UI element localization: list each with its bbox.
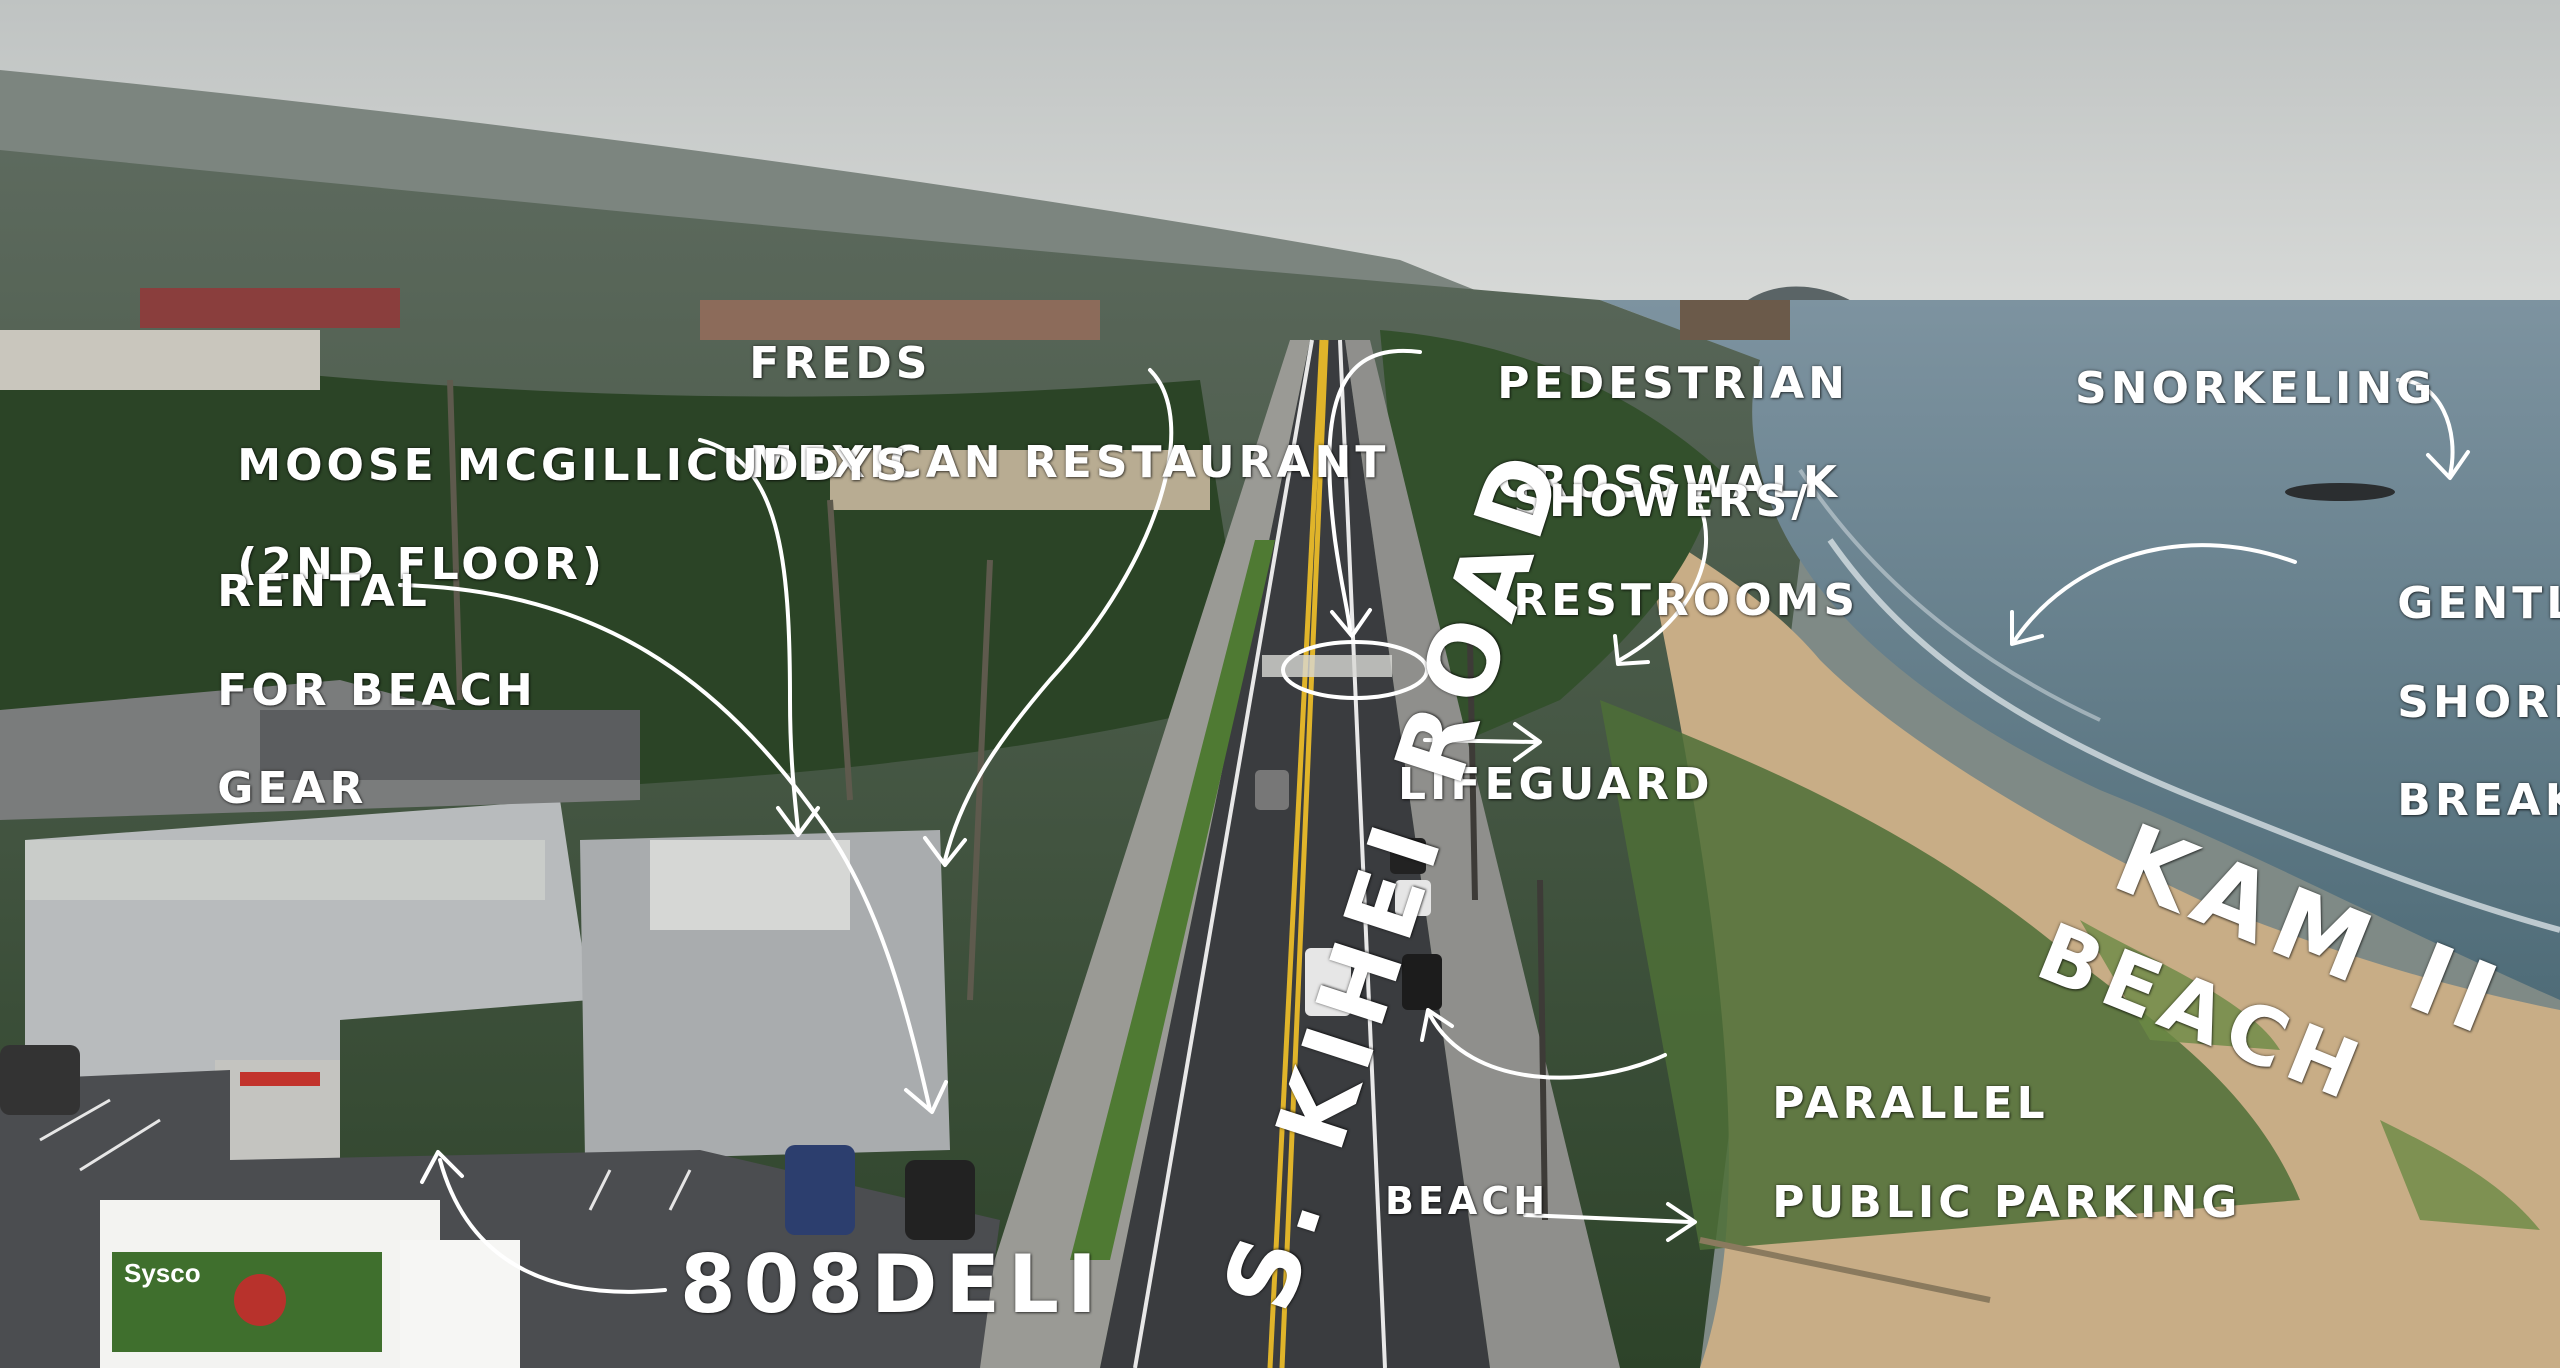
parking-stripe [79, 1118, 161, 1172]
distant-building [700, 300, 1100, 340]
label-parking: PARALLEL PUBLIC PARKING [1695, 1030, 2241, 1276]
crosswalk [1262, 655, 1392, 677]
label-rental-line3: GEAR [217, 763, 368, 815]
label-crosswalk-line2: CROSSWALK [1497, 456, 1842, 508]
center-line [1267, 339, 1325, 1368]
label-lifeguard: LIFEGUARD [1398, 759, 1714, 810]
deli-sign [240, 1072, 320, 1086]
parked-car [0, 1045, 80, 1115]
grass-patch [2380, 1120, 2540, 1230]
label-rental: RENTAL FOR BEACH GEAR [140, 518, 537, 863]
car [1395, 880, 1431, 916]
car [1255, 770, 1289, 810]
grass-strip [1070, 540, 1275, 1260]
car [1402, 954, 1442, 1010]
truck-cab [400, 1240, 520, 1368]
label-showers: SHOWERS/ RESTROOMS [1436, 428, 1859, 674]
label-rental-line1: RENTAL [217, 566, 431, 618]
label-showers-line1: SHOWERS/ [1513, 476, 1812, 528]
truck-graphic-tomato [234, 1274, 286, 1326]
label-freds-line2: MEXICAN RESTAURANT [749, 436, 1390, 488]
wave-line [1798, 468, 2101, 722]
label-moose: MOOSE McGILLICUDDYS (2ND FLOOR) [160, 392, 911, 638]
parked-car [905, 1160, 975, 1240]
grass-patch [1600, 700, 2300, 1250]
parked-car [785, 1145, 855, 1235]
offshore-rocks [2285, 483, 2395, 501]
label-moose-line2: (2ND FLOOR) [237, 538, 606, 590]
center-line [1279, 339, 1329, 1368]
grass-patch [2080, 920, 2280, 1050]
label-808-deli: 808DELI [680, 1238, 1105, 1331]
label-snorkeling: SNORKELING [2075, 363, 2437, 414]
wave-line [1827, 538, 2560, 933]
label-parking-line2: PUBLIC PARKING [1772, 1176, 2242, 1228]
car [1305, 948, 1351, 1016]
label-crosswalk-line1: PEDESTRIAN [1497, 358, 1849, 410]
distant-building [0, 330, 320, 390]
parking-stripe [39, 1098, 111, 1142]
label-beach-access: BEACH [1385, 1179, 1550, 1223]
label-shore-line2: SHORE [2397, 676, 2560, 728]
tree-canopy-right [1380, 330, 1720, 760]
beach-fence [1699, 1237, 1991, 1303]
distant-building [1680, 300, 1790, 340]
label-freds: FREDS MEXICAN RESTAURANT [672, 290, 1389, 536]
car [1390, 838, 1426, 874]
parking-stripe [668, 1169, 692, 1211]
label-crosswalk: PEDESTRIAN CROSSWALK [1420, 310, 1849, 556]
label-rental-line2: FOR BEACH [217, 664, 537, 716]
label-parking-line1: PARALLEL [1772, 1078, 2049, 1130]
lane-line [1133, 339, 1314, 1368]
truck-brand-text: Sysco [124, 1258, 201, 1288]
utility-pole [1467, 639, 1478, 901]
label-moose-line1: MOOSE McGILLICUDDYS [237, 440, 912, 492]
label-freds-line1: FREDS [749, 338, 932, 390]
distant-building [140, 288, 400, 328]
label-showers-line2: RESTROOMS [1513, 574, 1860, 626]
label-shore-line1: GENTLE [2397, 578, 2560, 630]
building-roof [650, 840, 850, 930]
ocean [1600, 300, 2560, 1000]
